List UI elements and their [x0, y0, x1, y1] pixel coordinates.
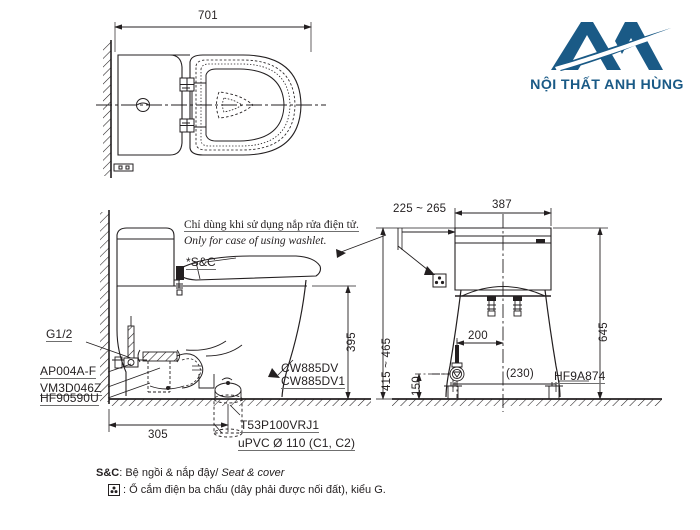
dim-387: 387	[492, 199, 512, 211]
footer-sc-en: Seat & cover	[221, 467, 285, 479]
side-view-group	[85, 210, 387, 438]
callout-t53p100vrj1: T53P100VRJ1	[240, 418, 320, 433]
ah-monogram-logo-icon	[551, 22, 673, 71]
brand-name: NỘI THẤT ANH HÙNG	[530, 77, 684, 93]
front-view-group	[376, 208, 662, 412]
dim-395: 395	[346, 332, 358, 352]
callout-hf9a874: HF9A874	[554, 369, 606, 384]
callout-hf90590u: HF90590U	[40, 391, 99, 406]
dim-645: 645	[598, 322, 610, 342]
dim-415-465: 415 ~ 465	[381, 337, 393, 391]
callout-seat-cover: *S&C	[186, 255, 216, 270]
callout-model-cw885dv1: CW885DV1	[281, 374, 346, 389]
dim-305: 305	[148, 429, 168, 441]
callout-g12: G1/2	[46, 327, 73, 342]
top-view-group	[96, 22, 326, 178]
footer-line-seat-cover: S&C: Bệ ngồi & nắp đậy/ Seat & cover	[96, 467, 284, 479]
callout-model-cw885dv: CW885DV	[281, 361, 339, 375]
dim-230: (230)	[506, 368, 534, 380]
callout-upvc: uPVC Ø 110 (C1, C2)	[238, 436, 356, 451]
dim-200: 200	[468, 330, 488, 342]
footer-socket-text: : Ổ cắm điện ba chấu (dây phải được nối …	[123, 484, 386, 496]
dim-225-265: 225 ~ 265	[393, 203, 447, 215]
footer-sc-code: S&C	[96, 467, 120, 479]
dim-top-width: 701	[198, 10, 218, 22]
callout-ap004a-f: AP004A-F	[40, 364, 97, 379]
brand-logo: NỘI THẤT ANH HÙNG	[521, 14, 693, 106]
footer-line-socket: : Ổ cắm điện ba chấu (dây phải được nối …	[108, 484, 386, 496]
footer-line-clipped: .	[116, 521, 119, 530]
three-pin-socket-icon	[108, 484, 120, 496]
note-washlet-vn: Chỉ dùng khi sử dụng nắp rửa điện tử.	[184, 219, 359, 232]
callout-vm3d046z: VM3D046Z	[40, 381, 102, 396]
note-washlet-en: Only for case of using washlet.	[184, 235, 327, 247]
footer-sc-vn: : Bệ ngồi & nắp đậy/	[119, 467, 222, 479]
dim-150: 150	[411, 376, 423, 396]
